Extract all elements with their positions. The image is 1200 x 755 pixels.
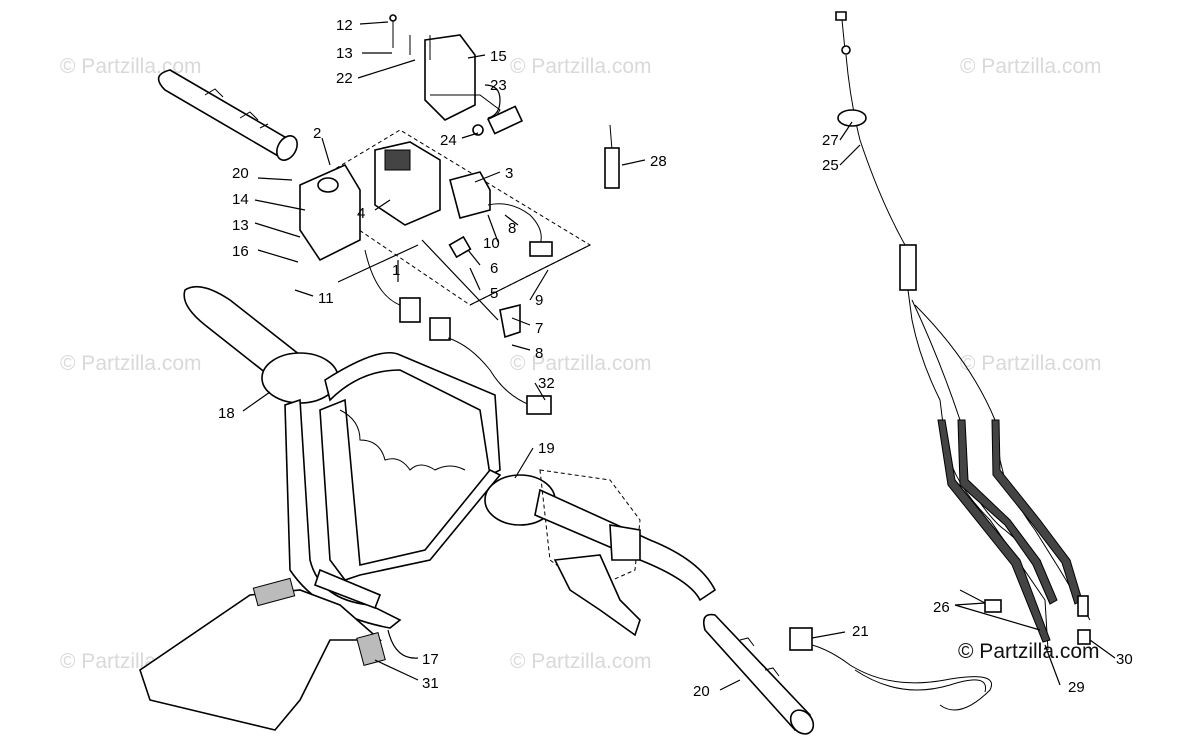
watermark-group: © Partzilla.com © Partzilla.com © Partzi… xyxy=(60,55,1102,673)
callout-14: 14 xyxy=(232,191,249,208)
callout-20-left: 20 xyxy=(232,165,249,182)
fastener-28-part xyxy=(604,124,620,189)
handlebar-pad-part xyxy=(139,577,386,731)
callout-22: 22 xyxy=(336,70,353,87)
callout-2: 2 xyxy=(313,125,321,142)
callout-30: 30 xyxy=(1116,651,1133,668)
callout-17: 17 xyxy=(422,651,439,668)
callout-19: 19 xyxy=(538,440,555,457)
watermark: © Partzilla.com xyxy=(960,55,1102,78)
callout-26: 26 xyxy=(933,599,950,616)
watermark: © Partzilla.com xyxy=(960,352,1102,375)
heater-wire-part xyxy=(789,627,992,711)
callout-10: 10 xyxy=(483,235,500,252)
cable-assembly-part xyxy=(835,11,1091,651)
left-grip-part xyxy=(157,69,298,161)
callout-25: 25 xyxy=(822,157,839,174)
watermark: © Partzilla.com xyxy=(510,352,652,375)
callout-8-lower: 8 xyxy=(535,345,543,362)
watermark-main: © Partzilla.com xyxy=(958,640,1100,663)
callout-23: 23 xyxy=(490,77,507,94)
callout-21: 21 xyxy=(852,623,869,640)
callout-7: 7 xyxy=(535,320,543,337)
right-grip-part xyxy=(702,613,815,735)
callout-11: 11 xyxy=(318,290,334,307)
callout-8-upper: 8 xyxy=(508,220,516,237)
callout-24: 24 xyxy=(440,132,457,149)
callout-12: 12 xyxy=(336,17,353,34)
brake-lever-bracket-part xyxy=(389,14,524,136)
callout-29: 29 xyxy=(1068,679,1085,696)
callout-32: 32 xyxy=(538,375,555,392)
callout-16: 16 xyxy=(232,243,249,260)
callout-6: 6 xyxy=(490,260,498,277)
callout-5: 5 xyxy=(490,285,498,302)
callout-28: 28 xyxy=(650,153,667,170)
callout-4: 4 xyxy=(357,205,365,222)
callout-1: 1 xyxy=(392,262,400,279)
callout-20-right: 20 xyxy=(693,683,710,700)
leader-lines xyxy=(242,21,1116,691)
callout-18: 18 xyxy=(218,405,235,422)
callout-27: 27 xyxy=(822,132,839,149)
callout-3: 3 xyxy=(505,165,513,182)
watermark: © Partzilla.com xyxy=(60,55,202,78)
callout-9: 9 xyxy=(535,292,543,309)
watermark: © Partzilla.com xyxy=(60,352,202,375)
callout-15: 15 xyxy=(490,48,507,65)
callout-13-lower: 13 xyxy=(232,217,249,234)
callout-31: 31 xyxy=(422,675,439,692)
watermark: © Partzilla.com xyxy=(510,650,652,673)
callout-labels: 12 13 22 15 23 24 28 2 3 4 20 14 13 16 1… xyxy=(218,17,1133,700)
watermark: © Partzilla.com xyxy=(510,55,652,78)
callout-13: 13 xyxy=(336,45,353,62)
throttle-housing-part xyxy=(539,469,641,637)
